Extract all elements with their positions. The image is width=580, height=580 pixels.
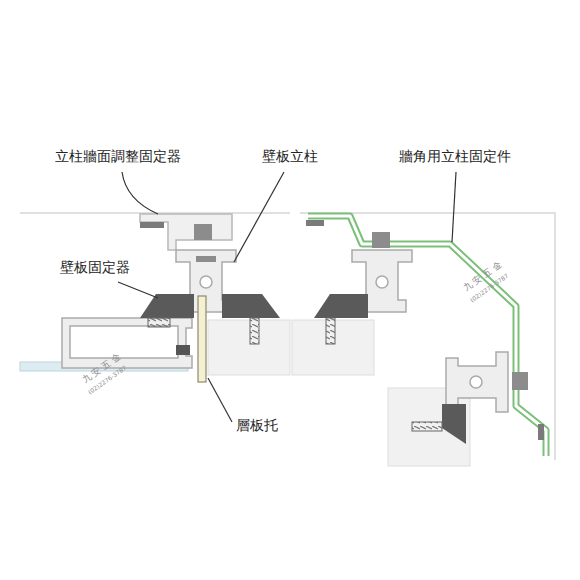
shelf-support (198, 296, 206, 382)
shelf-clip (176, 345, 190, 355)
bracket-pad (538, 424, 544, 440)
part-label: 層板托 (236, 417, 278, 434)
adjuster-pad (140, 222, 164, 228)
wall-adjuster (140, 214, 232, 250)
leader-line (118, 172, 456, 422)
panel-holder (442, 404, 466, 444)
panel-holder (314, 294, 368, 318)
part-label: 牆角用立柱固定件 (399, 148, 511, 165)
part-label: 壁板立柱 (262, 148, 318, 165)
wall-line (20, 213, 555, 460)
shelf-profile (62, 318, 192, 368)
panel-holder (140, 294, 280, 318)
bracket-pad (306, 220, 324, 226)
part-label: 壁板固定器 (60, 259, 130, 276)
wall-panel (208, 320, 470, 466)
screw (412, 422, 442, 431)
adjuster-bolt (194, 224, 212, 240)
screw (326, 318, 335, 344)
part-label: 立柱牆面調整固定器 (55, 148, 181, 165)
panel-post (446, 352, 528, 412)
corner-bracket (308, 216, 546, 456)
corner-bracket-inner (308, 216, 546, 456)
